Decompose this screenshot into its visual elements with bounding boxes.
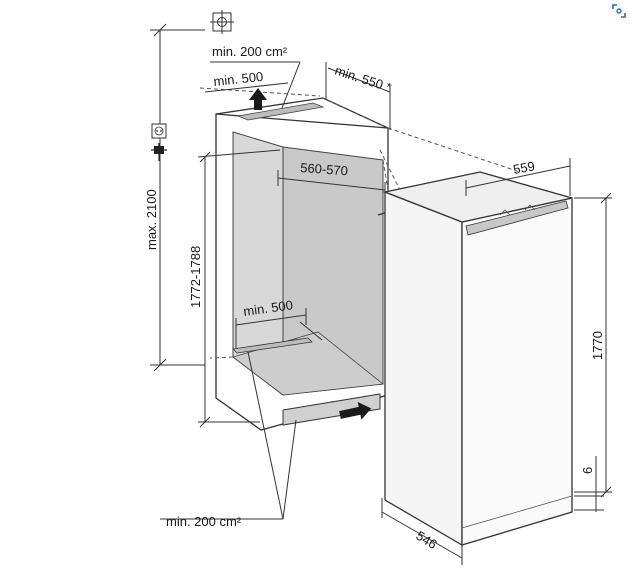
dim-app-gap: 6 [574, 456, 604, 512]
appliance [382, 171, 573, 547]
arrow-right-icon [339, 402, 372, 420]
niche-cabinet [215, 97, 389, 431]
dim-bottom-depth: min. 500 [235, 297, 323, 348]
niche-height-label: 1772-1788 [188, 246, 203, 308]
dim-vent-bottom: min. 200 cm² [160, 351, 297, 529]
floor-vent-strip [232, 337, 313, 354]
vent-top-label: min. 200 cm² [212, 44, 288, 59]
app-width-label: 559 [512, 158, 536, 177]
max-height-label: max. 2100 [144, 189, 159, 250]
app-gap-label: 6 [580, 467, 595, 474]
dim-niche-width: 560-570 [277, 160, 386, 198]
socket-icon [151, 123, 167, 139]
dim-niche-height: 1772-1788 [188, 149, 281, 428]
app-height-label: 1770 [590, 331, 605, 360]
dim-app-height: 1770 [574, 192, 612, 498]
plumb-target-icon [210, 10, 234, 34]
bottom-depth-label: min. 500 [242, 297, 293, 319]
dim-app-width: 559 [465, 158, 571, 196]
projection-lines [199, 87, 521, 359]
dim-depth: min. 550 * [325, 62, 393, 130]
arrow-up-icon [249, 88, 267, 110]
expand-icon[interactable] [610, 2, 628, 20]
bottom-vent-grille [282, 393, 381, 426]
plug-icon [151, 143, 167, 161]
dim-top-depth: min. 500 [204, 69, 289, 93]
top-depth-label: min. 500 [213, 69, 264, 89]
dim-vent-top: min. 200 cm² [210, 44, 301, 109]
app-depth-label: 546 [413, 528, 439, 552]
niche-width-label: 560-570 [300, 160, 349, 178]
vent-bottom-label: min. 200 cm² [166, 514, 242, 529]
depth-label: min. 550 * [333, 63, 393, 95]
dim-max-height: max. 2100 [144, 23, 205, 372]
